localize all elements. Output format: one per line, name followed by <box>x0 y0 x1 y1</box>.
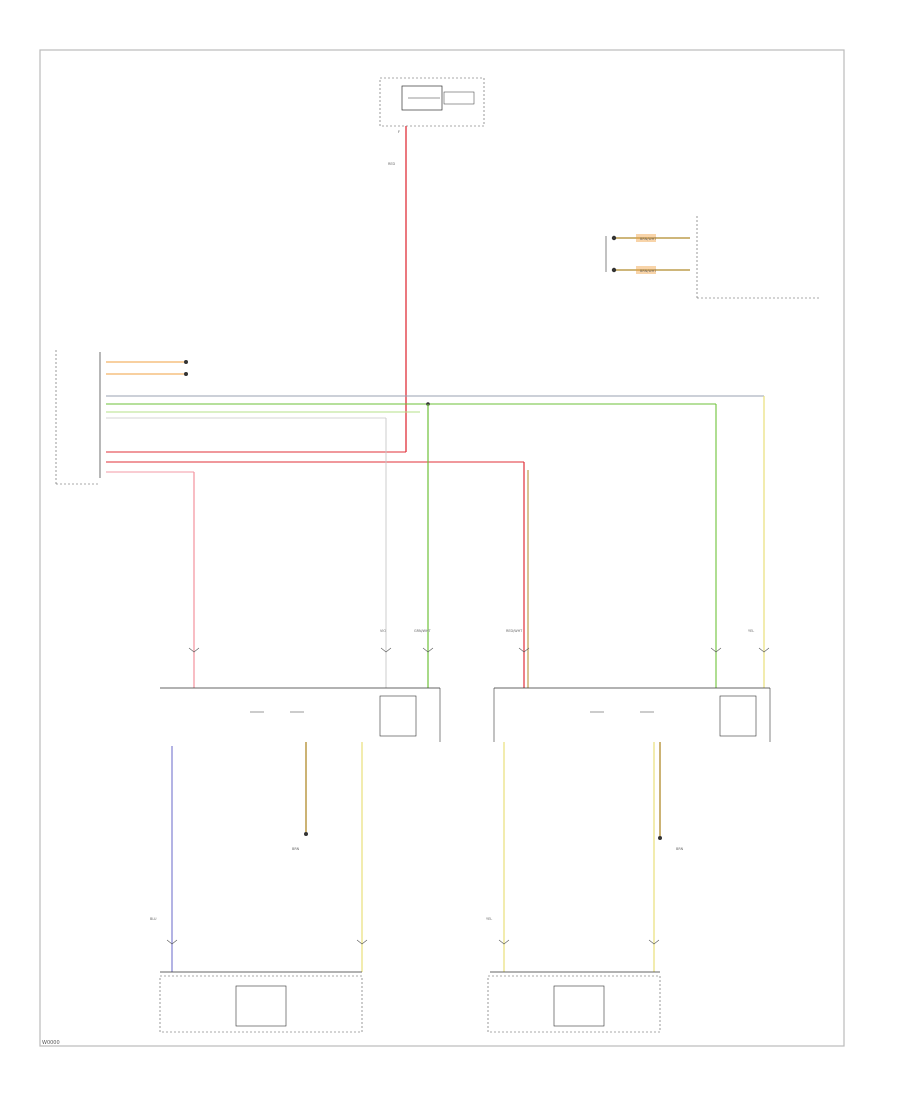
bottom-module-right: YEL <box>486 917 661 1033</box>
fuse-pin-label: F <box>398 130 400 134</box>
esc-wire-b: BRN/WHT <box>640 269 657 273</box>
bottom-module-left: BLU <box>150 917 363 1033</box>
left-sensor-wire: BRN <box>292 847 300 851</box>
connector-marks <box>188 647 770 653</box>
fuse-box-top: F RED <box>379 77 485 166</box>
esc-module-connector: BRN/WHT BRN/WHT <box>605 216 820 299</box>
left-fan-wire-1: VIO <box>380 629 386 633</box>
left-bottom-wire: BLU <box>150 917 157 921</box>
right-fan-wire-2: YEL <box>748 629 754 633</box>
right-fan-wire-1: RED/WHT <box>506 629 523 633</box>
diagram-frame <box>39 49 845 1047</box>
control-module-left <box>55 350 101 485</box>
esc-wire-a: BRN/WHT <box>640 237 657 241</box>
right-sensor-wire: BRN <box>676 847 684 851</box>
left-fan-wire-2: GRN/WHT <box>414 629 432 633</box>
figure-id: W0000 <box>42 1040 60 1046</box>
fan-module-right: RED/WHT YEL <box>493 629 771 742</box>
fan-module-left: VIO GRN/WHT <box>160 629 441 742</box>
right-bottom-wire: YEL <box>486 917 492 921</box>
fuse-wire-color: RED <box>388 162 395 166</box>
